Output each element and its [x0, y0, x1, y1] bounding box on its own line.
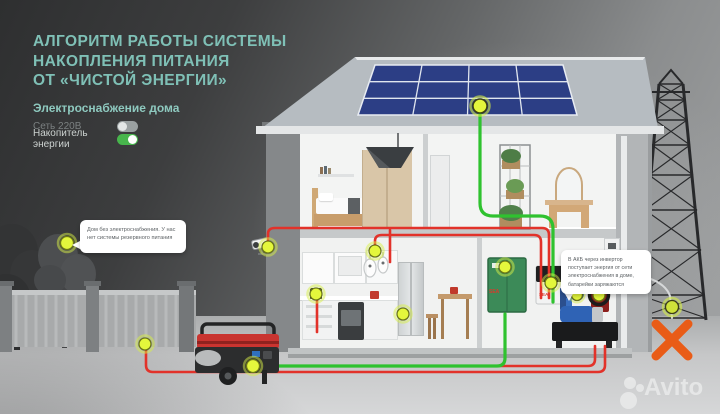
countertop: [300, 296, 400, 300]
blanket: [348, 198, 360, 214]
title-line: НАКОПЛЕНИЯ ПИТАНИЯ: [33, 52, 230, 70]
range-hood: [338, 256, 362, 276]
callout-right: В АКБ через инвертор поступает энергия о…: [561, 250, 651, 294]
book: [320, 167, 323, 174]
wall-shelf: [318, 174, 354, 177]
page-title: АЛГОРИТМ РАБОТЫ СИСТЕМЫ НАКОПЛЕНИЯ ПИТАН…: [33, 32, 287, 91]
table-leg: [466, 299, 469, 339]
oven-window: [341, 310, 361, 326]
cabinet-line: [333, 252, 335, 284]
table-top: [438, 294, 472, 299]
avito-logo-icon: [624, 377, 636, 389]
subtitle: Электроснабжение дома: [33, 101, 180, 115]
callout-right-text: В АКБ через инвертор поступает энергия о…: [568, 257, 634, 288]
fridge-door-line: [410, 262, 412, 336]
meter-display: [608, 243, 616, 249]
pillow: [319, 193, 333, 201]
storage-toggle-label: Накопитель энергии: [33, 128, 88, 150]
book: [324, 166, 327, 174]
downpipe: [621, 136, 627, 348]
stool-seat: [426, 314, 438, 318]
wardrobe-door-line: [386, 150, 388, 228]
avito-watermark: Avito: [608, 372, 718, 409]
stool-leg: [433, 318, 436, 339]
drawer-line: [306, 305, 332, 308]
table-leg: [441, 299, 444, 339]
bed-headboard: [312, 188, 318, 228]
blocked-x-icon: [651, 319, 693, 361]
drawer-line: [306, 325, 332, 328]
toggle-knob: [128, 134, 137, 144]
toggle-knob: [118, 121, 127, 131]
title-line: АЛГОРИТМ РАБОТЫ СИСТЕМЫ: [33, 33, 287, 50]
solar-panels-icon: [356, 64, 578, 116]
book: [328, 168, 331, 174]
cabinet-brand-label: SEA: [489, 289, 500, 295]
stool-leg: [428, 318, 431, 339]
callout-tail: [564, 292, 574, 301]
avito-wordmark: Avito: [644, 374, 704, 401]
storage-toggle-row: Накопитель энергии: [33, 128, 138, 150]
avito-logo-icon: [636, 384, 644, 392]
callout-tail: [72, 240, 82, 250]
fence: [0, 281, 196, 352]
avito-logo-icon: [620, 392, 637, 409]
inverter-brand-label: SEA: [539, 292, 549, 297]
callout-left-text: Дом без электроснабжения. У нас нет сист…: [87, 227, 176, 242]
storage-toggle[interactable]: [117, 133, 138, 145]
grid-toggle[interactable]: [117, 120, 138, 132]
grid-toggle-row: Сеть 220В: [33, 119, 138, 133]
red-mug: [370, 291, 379, 299]
drawer-line: [306, 315, 332, 318]
grid-toggle-label: Сеть 220В: [33, 120, 82, 132]
title-line: ОТ «ЧИСТОЙ ЭНЕРГИИ»: [33, 72, 228, 89]
callout-left: Дом без электроснабжения. У нас нет сист…: [80, 220, 186, 253]
red-pot: [450, 287, 458, 294]
